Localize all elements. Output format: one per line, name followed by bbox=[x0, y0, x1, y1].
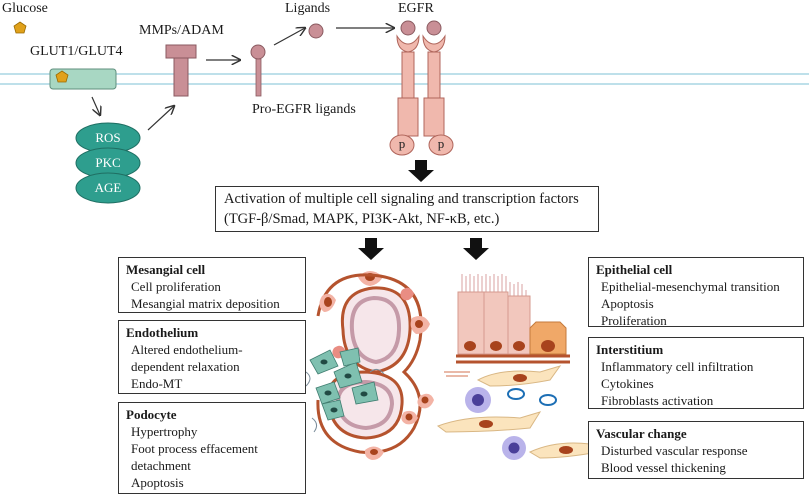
activation-line-1: Activation of multiple cell signaling an… bbox=[224, 191, 579, 207]
mmps-adam-label: MMPs/ADAM bbox=[139, 23, 224, 38]
podocyte-item: Apoptosis bbox=[131, 475, 184, 490]
epithelial-cell-box: Epithelial cell Epithelial-mesenchymal t… bbox=[588, 257, 804, 328]
endothelium-item: dependent relaxation bbox=[131, 359, 240, 374]
glomerulus-illustration bbox=[305, 271, 434, 460]
phospho-right-label: p bbox=[437, 136, 445, 151]
arrow-to-ligands bbox=[273, 28, 305, 46]
mesangial-item: Mesangial matrix deposition bbox=[131, 296, 280, 311]
arrow-activation-to-glomerulus bbox=[358, 238, 384, 260]
age-label: AGE bbox=[94, 180, 122, 195]
egfr-receptor-right bbox=[422, 20, 454, 156]
interstitium-item: Fibroblasts activation bbox=[601, 393, 714, 408]
podocyte-title: Podocyte bbox=[126, 407, 177, 422]
epithelial-item: Proliferation bbox=[601, 313, 667, 328]
podocyte-item: Hypertrophy bbox=[131, 424, 198, 439]
arrow-ros-to-mmps bbox=[147, 106, 174, 131]
podocyte-box: Podocyte Hypertrophy Foot process efface… bbox=[118, 402, 306, 494]
ligands-label: Ligands bbox=[285, 1, 331, 16]
interstitium-box: Interstitium Inflammatory cell infiltrat… bbox=[588, 337, 804, 409]
interstitium-title: Interstitium bbox=[596, 342, 664, 357]
interstitium-item: Inflammatory cell infiltration bbox=[601, 359, 754, 374]
arrow-activation-to-tubule bbox=[463, 238, 489, 260]
activation-line-2: (TGF-β/Smad, MAPK, PI3K-Akt, NF-κB, etc.… bbox=[224, 211, 500, 227]
endothelium-title: Endothelium bbox=[126, 325, 199, 340]
ros-label: ROS bbox=[95, 130, 121, 145]
endothelium-item: Endo-MT bbox=[131, 376, 183, 391]
vascular-change-title: Vascular change bbox=[596, 426, 687, 441]
pkc-label: PKC bbox=[95, 155, 121, 170]
tubule-illustration bbox=[436, 274, 608, 460]
podocyte-item: detachment bbox=[131, 458, 191, 473]
interstitium-item: Cytokines bbox=[601, 376, 654, 391]
vascular-item: Blood vessel thickening bbox=[601, 460, 726, 475]
endothelium-box: Endothelium Altered endothelium- depende… bbox=[118, 320, 306, 394]
pro-egfr-ligand bbox=[250, 44, 266, 97]
pro-egfr-ligands-label: Pro-EGFR ligands bbox=[252, 102, 356, 117]
mesangial-cell-box: Mesangial cell Cell proliferation Mesang… bbox=[118, 257, 306, 313]
activation-box: Activation of multiple cell signaling an… bbox=[215, 186, 599, 232]
arrow-glut-to-ros bbox=[91, 96, 100, 115]
podocyte-item: Foot process effacement bbox=[131, 441, 258, 456]
glucose-label: Glucose bbox=[2, 1, 48, 16]
phospho-left-label: p bbox=[398, 136, 406, 151]
mmps-adam-protein bbox=[165, 44, 197, 97]
vascular-item: Disturbed vascular response bbox=[601, 443, 748, 458]
mesangial-cell-title: Mesangial cell bbox=[126, 262, 206, 277]
egfr-label: EGFR bbox=[398, 1, 434, 16]
glut-label: GLUT1/GLUT4 bbox=[30, 44, 123, 59]
arrow-egfr-to-activation bbox=[408, 160, 434, 182]
free-ligand bbox=[308, 23, 324, 39]
vascular-change-box: Vascular change Disturbed vascular respo… bbox=[588, 421, 804, 479]
endothelium-item: Altered endothelium- bbox=[131, 342, 243, 357]
age-oval bbox=[75, 172, 141, 204]
egfr-receptor-left bbox=[389, 20, 420, 156]
glucose-molecule bbox=[13, 21, 27, 34]
epithelial-cell-title: Epithelial cell bbox=[596, 262, 673, 277]
epithelial-item: Apoptosis bbox=[601, 296, 654, 311]
epithelial-item: Epithelial-mesenchymal transition bbox=[601, 279, 780, 294]
mesangial-item: Cell proliferation bbox=[131, 279, 221, 294]
